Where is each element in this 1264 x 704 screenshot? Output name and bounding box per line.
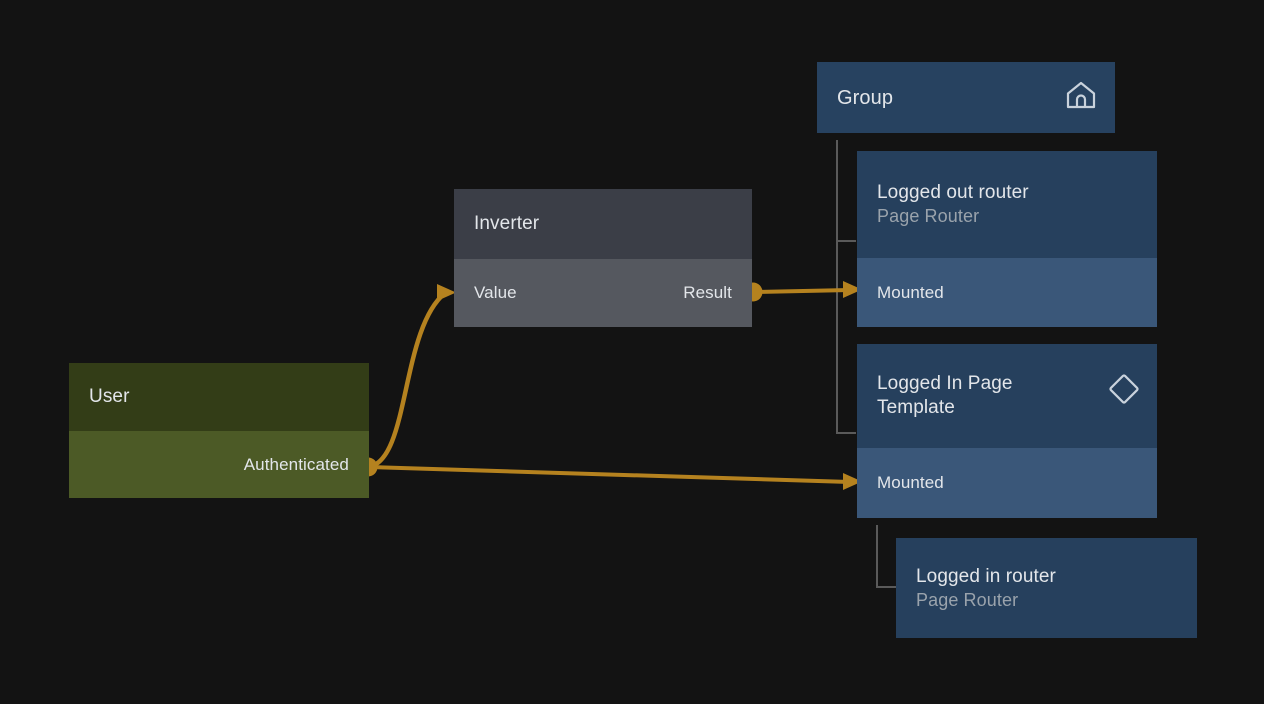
tree-line-template-vertical — [876, 525, 878, 588]
node-inverter-ports-row[interactable]: Value Result — [454, 259, 752, 327]
tree-line-template-stub-1 — [876, 586, 896, 588]
wire-user-to-inverter — [365, 290, 448, 470]
node-logged-in-page-template-header[interactable]: Logged In Page Template — [857, 344, 1157, 448]
tree-line-group-stub-2 — [836, 432, 856, 434]
node-logged-in-router-title: Logged in router — [916, 565, 1056, 587]
node-logged-in-router-subtitle: Page Router — [916, 589, 1019, 610]
node-logged-out-router-subtitle: Page Router — [877, 206, 980, 226]
node-inverter-title: Inverter — [474, 213, 540, 234]
output-port-label-authenticated[interactable]: Authenticated — [243, 454, 349, 474]
node-user-header[interactable]: User — [69, 363, 369, 431]
input-port-label-mounted: Mounted — [877, 473, 944, 492]
node-logged-in-router-header[interactable]: Logged in router Page Router — [896, 538, 1197, 638]
node-logged-out-router[interactable]: Logged out router Page Router Mounted — [857, 151, 1157, 327]
node-logged-in-page-template[interactable]: Logged In Page Template Mounted — [857, 344, 1157, 518]
node-inverter-header[interactable]: Inverter — [454, 189, 752, 259]
input-port-label-mounted: Mounted — [877, 282, 944, 302]
diamond-icon — [1109, 374, 1139, 409]
node-user[interactable]: User Authenticated — [69, 363, 369, 498]
node-logged-out-router-title: Logged out router — [877, 182, 1029, 203]
input-port-label-value[interactable]: Value — [474, 283, 517, 302]
node-logged-in-page-template-title: Logged In Page Template — [877, 373, 1013, 418]
wire-user-to-logged-in-template — [366, 465, 852, 484]
node-logged-out-router-header[interactable]: Logged out router Page Router — [857, 151, 1157, 258]
node-logged-in-router[interactable]: Logged in router Page Router — [896, 538, 1197, 638]
output-port-label-result[interactable]: Result — [683, 283, 732, 302]
node-logged-out-router-input-mounted[interactable]: Mounted — [857, 258, 1157, 327]
node-user-output-row[interactable]: Authenticated — [69, 431, 369, 498]
node-group[interactable]: Group — [817, 62, 1115, 133]
node-group-title: Group — [837, 86, 894, 109]
node-inverter[interactable]: Inverter Value Result — [454, 189, 752, 327]
home-icon — [1065, 80, 1097, 115]
node-logged-in-page-template-input-mounted[interactable]: Mounted — [857, 448, 1157, 518]
tree-line-group-vertical — [836, 140, 838, 434]
node-user-title: User — [89, 386, 130, 407]
tree-line-group-stub-1 — [836, 240, 856, 242]
node-group-header[interactable]: Group — [817, 62, 1115, 133]
